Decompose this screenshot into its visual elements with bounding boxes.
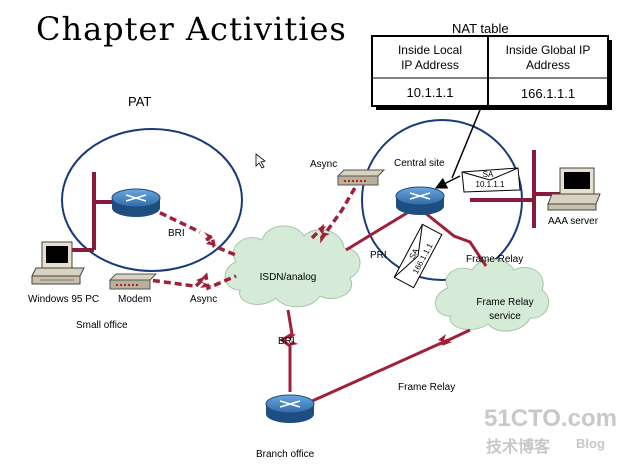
bolt-frame-relay — [438, 334, 452, 346]
branch-office-label: Branch office — [256, 449, 315, 460]
link-small-router-bri — [149, 206, 201, 234]
link-modem-async — [141, 277, 195, 288]
isdn-cloud-label: ISDN/analog — [260, 272, 317, 283]
bri-small-label: BRI — [168, 228, 185, 239]
nat-col1-header-line2: IP Address — [401, 58, 459, 72]
central-site-label: Central site — [394, 158, 445, 169]
aaa-server-icon — [547, 167, 601, 211]
bolts — [196, 226, 452, 346]
router-central-site — [395, 186, 445, 215]
pri-label: PRI — [370, 250, 387, 261]
pat-circle — [61, 128, 243, 272]
pc-icon — [31, 241, 85, 285]
nat-col2-header-line1: Inside Global IP — [506, 43, 591, 57]
link-pri — [345, 208, 413, 252]
async-top-label: Async — [310, 159, 337, 170]
link-isdn-central-async — [310, 185, 358, 244]
mouse-pointer-icon — [255, 153, 266, 169]
bri-branch-label: BRI — [278, 336, 295, 347]
bolt-central-async — [318, 226, 330, 238]
bolt-async — [196, 276, 212, 288]
page-title: Chapter Activities — [36, 10, 347, 48]
frame-relay-cloud-label-line1: Frame Relay — [476, 297, 533, 308]
nat-col2-header-line2: Address — [526, 58, 570, 72]
nat-global-ip: 166.1.1.1 — [521, 86, 575, 101]
link-central-frame-relay — [423, 210, 488, 267]
nat-table: NAT table Inside Local IP Address Inside… — [371, 21, 612, 110]
central-async-modem-icon — [336, 169, 386, 186]
frame-relay-cloud-label-line2: service — [489, 311, 521, 322]
watermark-sub: 技术博客 — [486, 437, 551, 456]
watermark: 51CTO.com 技术博客 Blog — [484, 405, 617, 456]
nat-arrow — [434, 175, 461, 189]
router-branch-office — [265, 394, 315, 423]
bolt-branch-bri — [286, 334, 298, 346]
packet-sa-top-ip: 10.1.1.1 — [476, 180, 505, 189]
nat-local-ip: 10.1.1.1 — [407, 85, 454, 100]
aaa-server-label: AAA server — [548, 216, 599, 227]
frame-relay-branch-label: Frame Relay — [398, 382, 455, 393]
frame-relay-central-label: Frame Relay — [466, 254, 523, 265]
packet-sa-tilted: SA 166.1.1.1 — [393, 223, 443, 289]
packet-sa-top-label: SA — [483, 170, 494, 179]
watermark-blog: Blog — [576, 436, 605, 451]
nat-table-caption: NAT table — [452, 21, 509, 36]
frame-relay-cloud: Frame Relay service — [435, 259, 550, 332]
bolt-bri — [204, 232, 216, 246]
modem-icon — [108, 273, 158, 290]
watermark-brand: 51CTO.com — [484, 405, 617, 432]
nat-col1-header-line1: Inside Local — [398, 43, 462, 57]
link-isdn-branch — [279, 309, 294, 392]
small-office-label: Small office — [76, 320, 128, 331]
nat-table-pointer — [451, 109, 481, 179]
ethernet-segments — [72, 150, 560, 252]
isdn-cloud: ISDN/analog — [224, 225, 361, 308]
async-bottom-label: Async — [190, 294, 217, 305]
windows-pc-label: Windows 95 PC — [28, 294, 99, 305]
modem-label: Modem — [118, 294, 151, 305]
router-small-office — [111, 188, 161, 217]
packet-sa-top: SA 10.1.1.1 — [461, 167, 521, 193]
pat-label: PAT — [128, 94, 151, 109]
